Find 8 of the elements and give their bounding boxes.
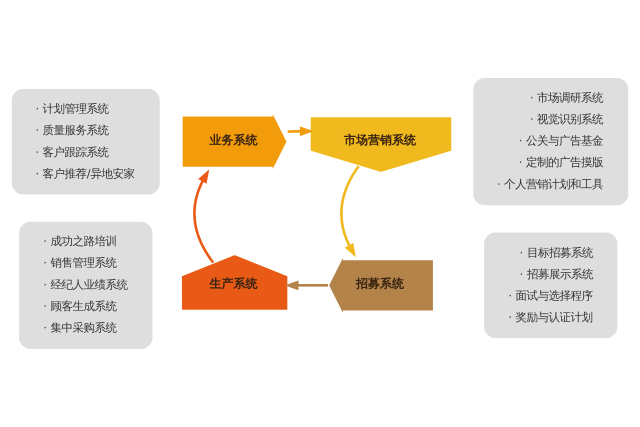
node-box: · 目标招募系统 · 招募展示系统 · 面试与选择程序 · 奖励与认证计划 <box>484 232 618 338</box>
node-box: · 成功之路培训 · 销售管理系统 · 经纪人业绩系统 · 顾客生成系统 · 集中采购系统 <box>19 222 152 349</box>
arrow <box>193 169 214 264</box>
arrow <box>340 165 360 258</box>
node-box: · 计划管理系统 · 质量服务系统 · 客户跟踪系统 · 客户推荐/异地安家 <box>12 88 160 194</box>
node-box: · 市场调研系统 · 视觉识别系统 · 公关与广告基金 · 定制的广告摸版 · 个人营销计划和工具 <box>473 78 628 206</box>
arrow <box>284 280 328 290</box>
arrow <box>288 126 314 136</box>
